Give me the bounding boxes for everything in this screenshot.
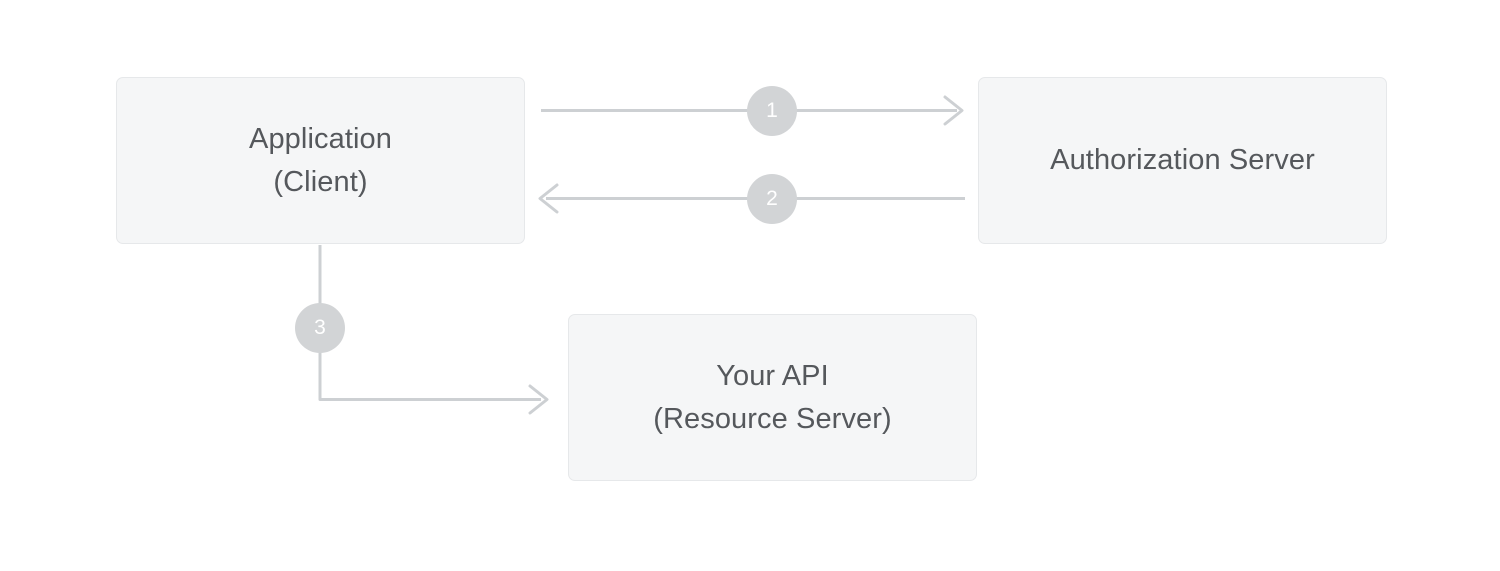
- node-application-label-line1: Application: [249, 122, 392, 155]
- node-authorization-server-label: Authorization Server: [1050, 144, 1315, 176]
- node-application-label-line2: (Client): [273, 165, 368, 198]
- edge-3-arrow: [318, 245, 549, 415]
- node-your-api-resource-server[interactable]: Your API (Resource Server): [568, 314, 977, 481]
- node-authorization-server[interactable]: Authorization Server: [978, 77, 1387, 244]
- node-your-api-label-line2: (Resource Server): [653, 402, 892, 435]
- step-badge-3: 3: [295, 303, 345, 353]
- step-badge-1: 1: [747, 86, 797, 136]
- node-application-client[interactable]: Application (Client): [116, 77, 525, 244]
- step-badge-2: 2: [747, 174, 797, 224]
- node-your-api-label-line1: Your API: [716, 359, 829, 392]
